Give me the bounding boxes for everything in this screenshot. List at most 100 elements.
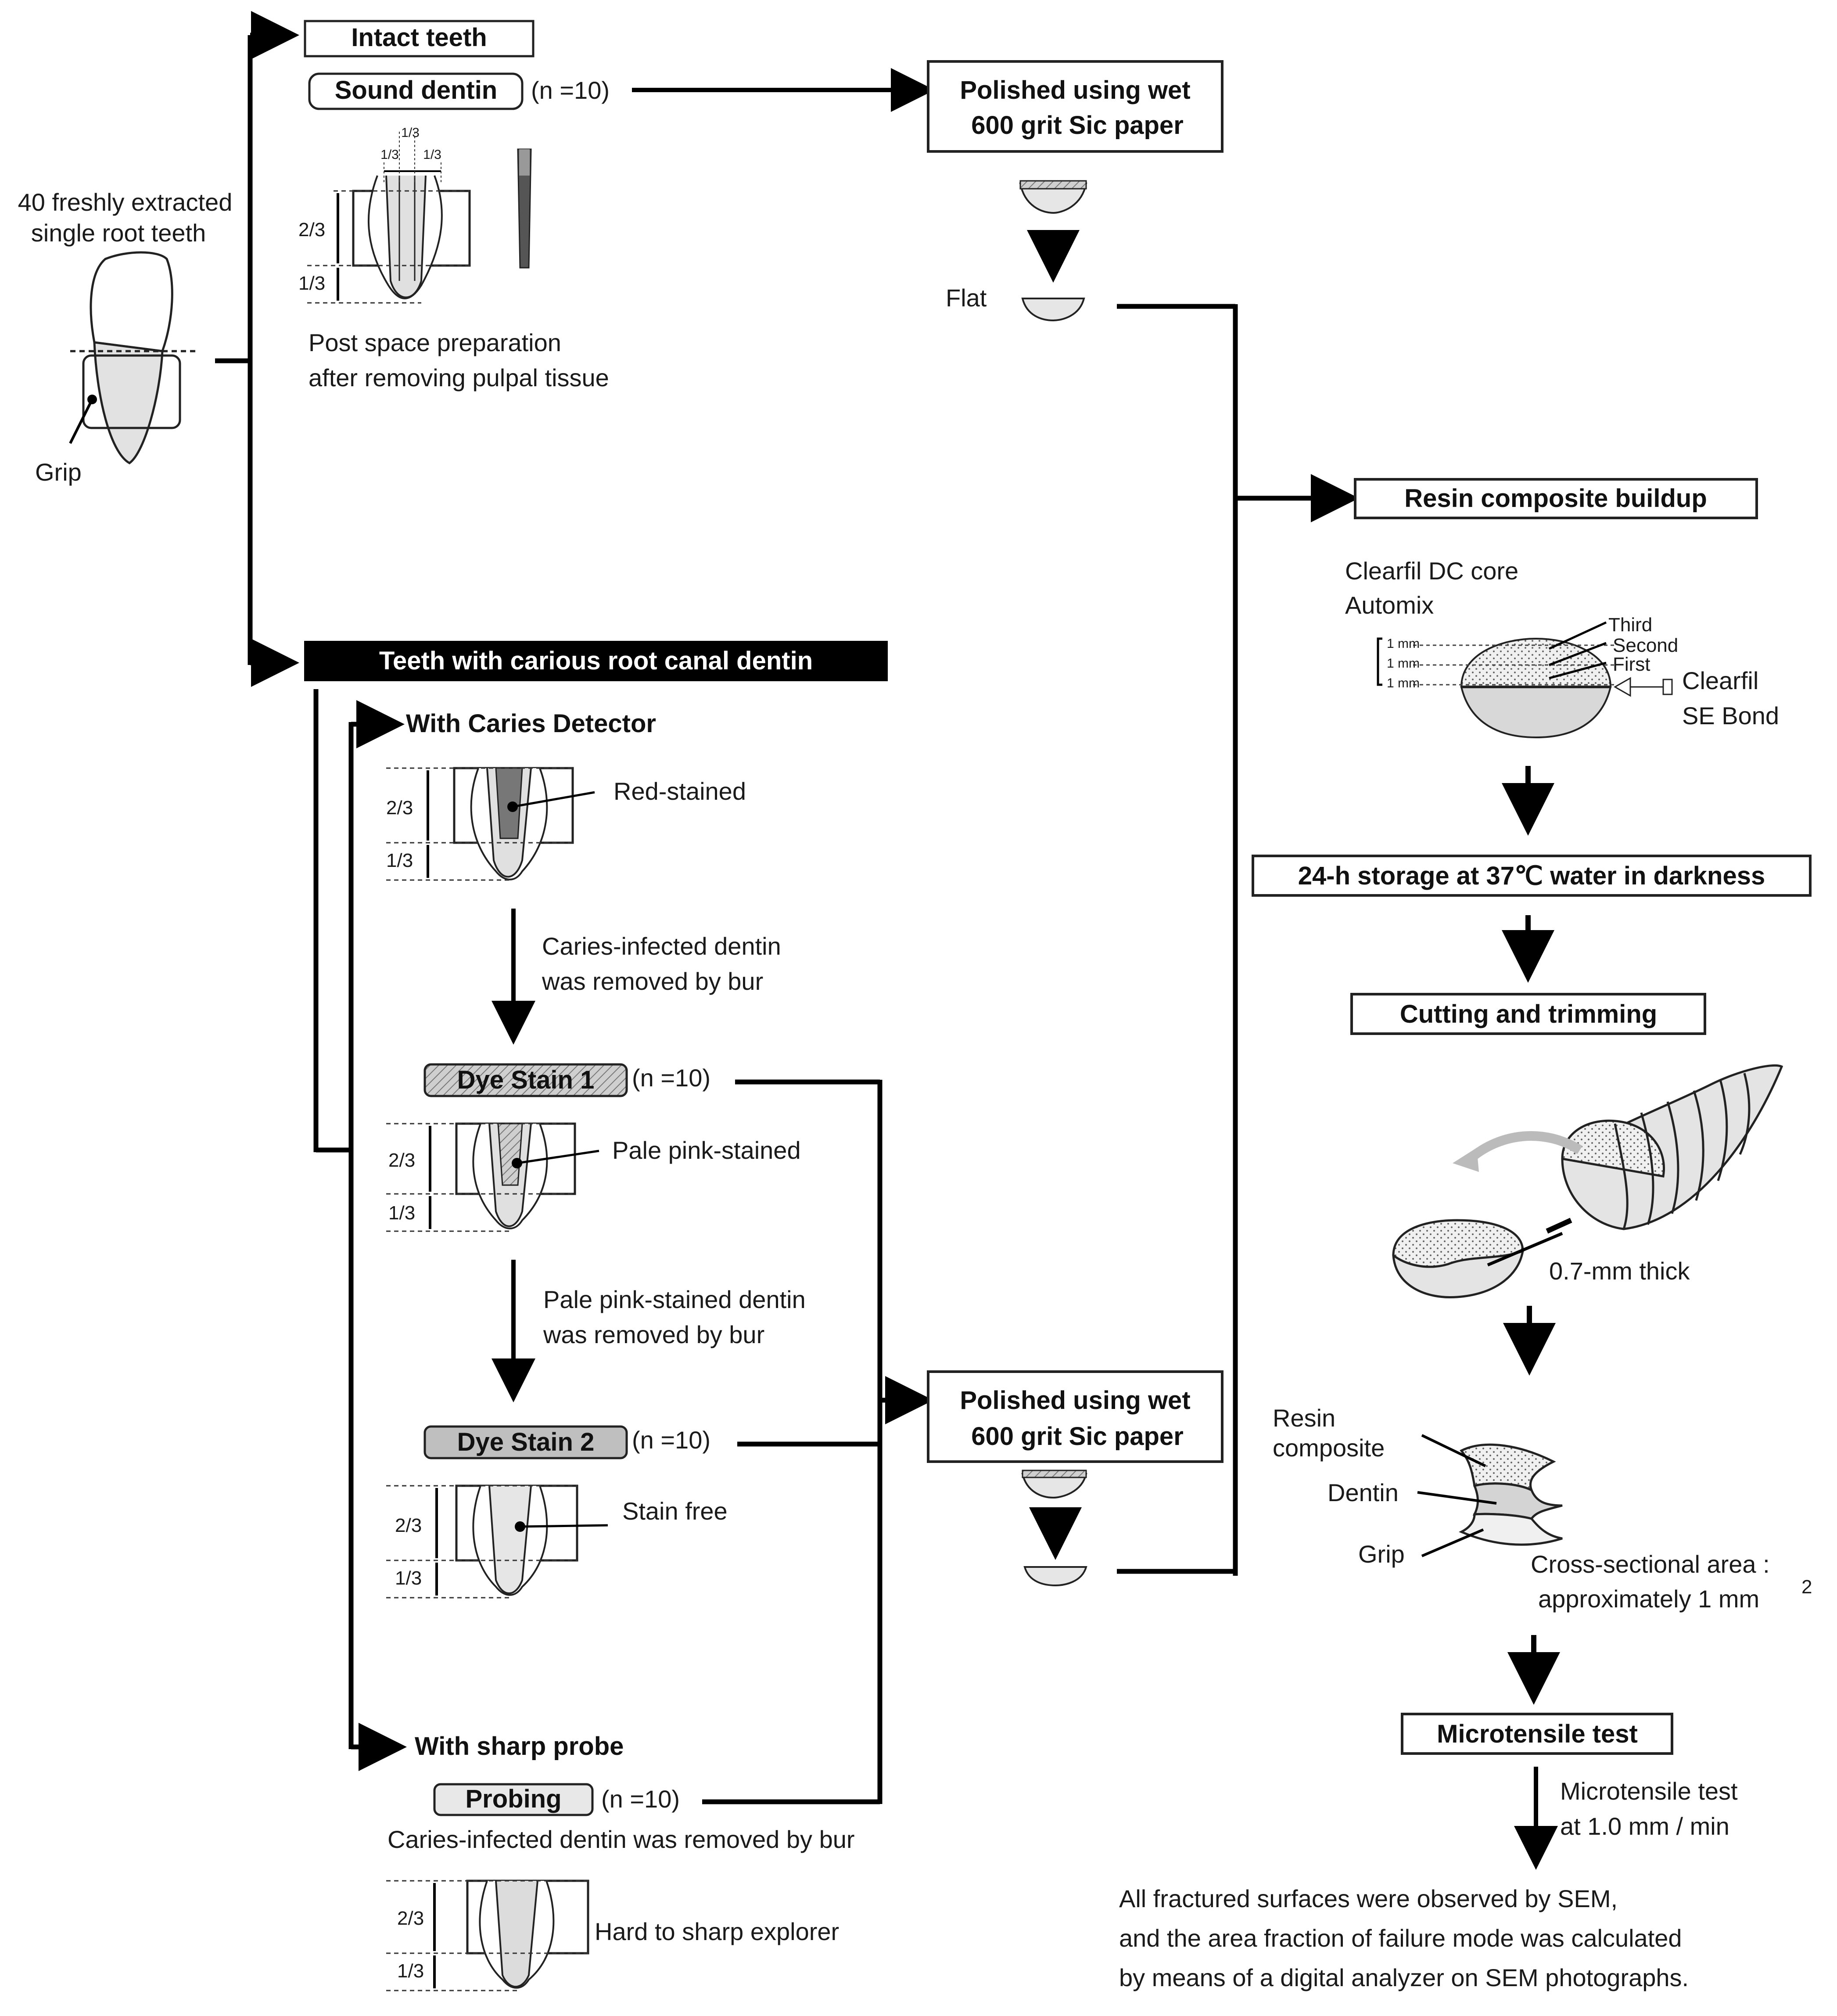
layer-third: Third <box>1608 614 1652 636</box>
mm-first: 1 mm <box>1387 676 1420 690</box>
dye-stain-1-box <box>423 1063 628 1097</box>
specimen-resin-line2: composite <box>1273 1434 1385 1462</box>
sound-root-illustration <box>307 132 532 304</box>
bond-line2: SE Bond <box>1682 702 1779 729</box>
specimen-dentin: Dentin <box>1328 1479 1399 1506</box>
polish2-disc-before <box>1021 1470 1087 1499</box>
removed2-line2: was removed by bur <box>543 1321 764 1348</box>
mm-third: 1 mm <box>1387 636 1420 651</box>
sound-frac-two-thirds: 2/3 <box>298 219 325 241</box>
sound-dentin-n: (n =10) <box>531 76 610 104</box>
red-stained-root <box>386 767 595 881</box>
removed2-line1: Pale pink-stained dentin <box>543 1286 806 1313</box>
pale-pink-root <box>386 1122 599 1232</box>
stainfree-frac-one-third: 1/3 <box>395 1567 422 1589</box>
probe-frac-two-thirds: 2/3 <box>397 1908 424 1929</box>
micro-desc-line2: at 1.0 mm / min <box>1560 1812 1729 1840</box>
post-space-line1: Post space preparation <box>309 329 561 356</box>
sound-dentin-box <box>308 72 524 110</box>
core-line1: Clearfil DC core <box>1345 557 1518 585</box>
red-frac-one-third: 1/3 <box>386 850 413 871</box>
probing-n: (n =10) <box>601 1785 680 1813</box>
dye-stain-1-label: Dye Stain 1 <box>457 1066 595 1094</box>
microtensile-title: Microtensile test <box>1437 1720 1638 1748</box>
probe-root <box>386 1879 589 1991</box>
groups-to-polish2-connector <box>702 1079 933 1804</box>
layer-second: Second <box>1613 635 1678 656</box>
specimen-illustration <box>1417 1434 1563 1557</box>
start-label-line1: 40 freshly extracted <box>18 188 233 216</box>
sound-frac-one-third: 1/3 <box>298 273 325 294</box>
sound-frac-top-left: 1/3 <box>380 147 399 162</box>
buildup-illustration <box>1377 621 1673 739</box>
split-connector <box>215 11 299 687</box>
polish1-line2: 600 grit Sic paper <box>971 111 1184 140</box>
pale-frac-two-thirds: 2/3 <box>388 1150 415 1171</box>
area-line2: approximately 1 mm <box>1538 1585 1759 1613</box>
sectioned-crown-illustration <box>1392 1064 1783 1299</box>
sound-frac-top-mid: 1/3 <box>401 126 420 140</box>
probing-label: Probing <box>465 1785 561 1813</box>
caries-detector-title: With Caries Detector <box>406 709 656 738</box>
microtensile-box <box>1401 1713 1673 1755</box>
stain-free-root <box>386 1484 608 1599</box>
conclusion-line2: and the area fraction of failure mode wa… <box>1119 1924 1682 1952</box>
pale-frac-one-third: 1/3 <box>388 1202 415 1224</box>
mm-second: 1 mm <box>1387 656 1420 671</box>
specimen-grip: Grip <box>1358 1540 1405 1568</box>
core-line2: Automix <box>1345 591 1434 619</box>
sound-frac-top-right: 1/3 <box>423 147 441 162</box>
probe-removed-label: Caries-infected dentin was removed by bu… <box>387 1826 855 1853</box>
cutting-box <box>1350 993 1706 1035</box>
polish1-line1: Polished using wet <box>960 76 1190 104</box>
right-bus-connector <box>1117 304 1359 1576</box>
carious-title: Teeth with carious root canal dentin <box>379 647 813 675</box>
area-superscript: 2 <box>1801 1576 1812 1598</box>
sharp-probe-title: With sharp probe <box>415 1732 624 1761</box>
intact-teeth-title: Intact teeth <box>351 23 487 52</box>
storage-label: 24-h storage at 37℃ water in darkness <box>1298 862 1765 890</box>
conclusion-line3: by means of a digital analyzer on SEM ph… <box>1119 1964 1689 1991</box>
polish2-line1: Polished using wet <box>960 1386 1190 1415</box>
dye-stain-2-box <box>423 1425 628 1459</box>
polish-box-2 <box>927 1370 1223 1463</box>
hard-to-explorer-label: Hard to sharp explorer <box>595 1918 839 1945</box>
red-frac-two-thirds: 2/3 <box>386 797 413 819</box>
start-grip-label: Grip <box>35 458 82 486</box>
probing-box <box>433 1783 594 1816</box>
polish-box-1 <box>927 60 1223 153</box>
stainfree-frac-two-thirds: 2/3 <box>395 1515 422 1536</box>
dye-stain-1-n: (n =10) <box>632 1064 710 1092</box>
buildup-title: Resin composite buildup <box>1404 484 1707 513</box>
cutting-title: Cutting and trimming <box>1400 1000 1657 1028</box>
red-stained-label: Red-stained <box>614 777 746 805</box>
removed1-line1: Caries-infected dentin <box>542 932 781 960</box>
conclusion-line1: All fractured surfaces were observed by … <box>1119 1885 1618 1912</box>
removed1-line2: was removed by bur <box>542 967 763 995</box>
stain-free-label: Stain free <box>622 1497 728 1525</box>
area-line1: Cross-sectional area : <box>1531 1550 1770 1578</box>
polish2-line2: 600 grit Sic paper <box>971 1422 1184 1451</box>
carious-left-connector <box>313 689 407 1771</box>
polish1-disc-flat <box>1021 298 1085 322</box>
sound-dentin-label: Sound dentin <box>335 76 498 104</box>
layer-first: First <box>1613 654 1650 675</box>
polish1-flat-label: Flat <box>946 284 987 312</box>
start-tooth-illustration <box>69 251 197 464</box>
intact-teeth-box <box>304 20 535 57</box>
micro-desc-line1: Microtensile test <box>1560 1777 1738 1805</box>
dye-stain-2-label: Dye Stain 2 <box>457 1428 595 1456</box>
start-label-line2: single root teeth <box>31 219 206 247</box>
pale-pink-label: Pale pink-stained <box>612 1136 801 1164</box>
dye-stain-2-n: (n =10) <box>632 1426 710 1454</box>
carious-title-box <box>304 641 888 681</box>
specimen-resin-line1: Resin <box>1273 1404 1335 1432</box>
post-space-line2: after removing pulpal tissue <box>309 364 609 392</box>
probe-frac-one-third: 1/3 <box>397 1960 424 1982</box>
buildup-box <box>1354 478 1758 519</box>
storage-box <box>1252 855 1812 897</box>
bond-line1: Clearfil <box>1682 667 1758 694</box>
polish1-disc-before <box>1019 180 1087 214</box>
polish2-disc-flat <box>1023 1566 1087 1587</box>
